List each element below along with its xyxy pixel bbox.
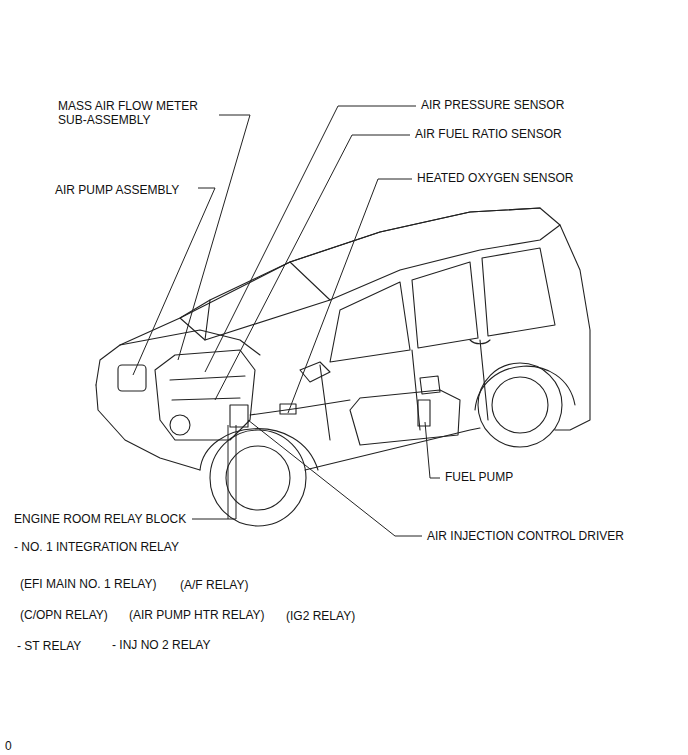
part-label: - ST RELAY [16,639,82,653]
part-label: 0 [4,739,13,753]
part-label: FUEL PUMP [444,470,514,484]
part-label: AIR INJECTION CONTROL DRIVER [426,529,625,543]
part-label: HEATED OXYGEN SENSOR [416,171,574,185]
part-label: (C/OPN RELAY) [19,608,109,622]
part-label: AIR FUEL RATIO SENSOR [414,127,563,141]
part-label: (A/F RELAY) [179,578,249,592]
part-label: - INJ NO 2 RELAY [111,638,211,652]
part-label: ENGINE ROOM RELAY BLOCK [13,512,187,526]
part-label: AIR PUMP ASSEMBLY [54,183,180,197]
part-label: (EFI MAIN NO. 1 RELAY) [19,577,157,591]
part-label: (IG2 RELAY) [285,609,356,623]
part-label: (AIR PUMP HTR RELAY) [128,608,266,622]
part-label: AIR PRESSURE SENSOR [420,98,565,112]
part-label: MASS AIR FLOW METER SUB-ASSEMBLY [57,99,219,127]
part-label: - NO. 1 INTEGRATION RELAY [13,540,180,554]
